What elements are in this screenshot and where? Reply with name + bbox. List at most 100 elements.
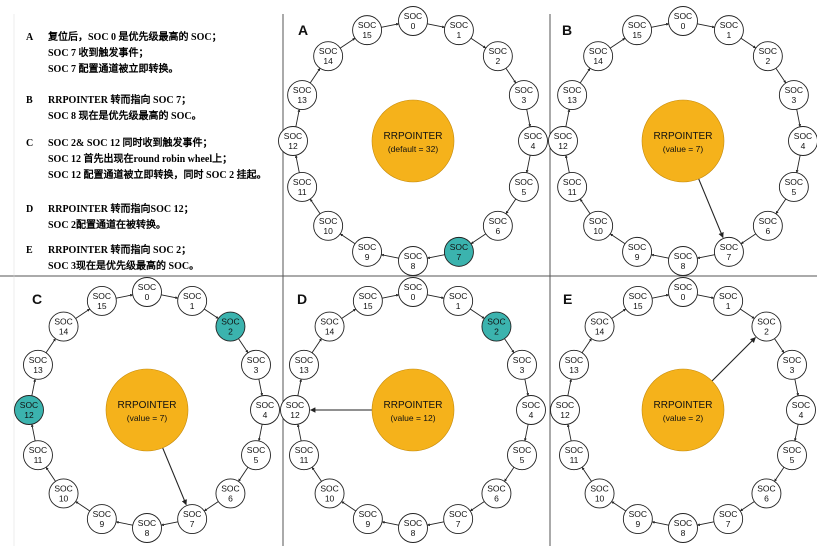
soc-number: 6 bbox=[494, 493, 499, 503]
soc-label: SOC bbox=[404, 518, 422, 528]
panel-label: B bbox=[562, 22, 572, 38]
soc-number: 0 bbox=[411, 21, 416, 31]
soc-label: SOC bbox=[450, 20, 468, 30]
soc-node-circle bbox=[48, 311, 79, 342]
soc-label: SOC bbox=[358, 20, 376, 30]
step-text-line: RRPOINTER 转而指向 SOC 2； bbox=[48, 245, 192, 256]
soc-number: 1 bbox=[456, 301, 461, 311]
soc-node-circle bbox=[713, 236, 744, 267]
ring-arrow bbox=[381, 253, 399, 259]
soc-label: SOC bbox=[785, 177, 803, 187]
soc-label: SOC bbox=[256, 400, 274, 410]
panel-label: A bbox=[298, 22, 308, 38]
ring-arrow bbox=[579, 198, 591, 215]
soc-node-circle bbox=[398, 6, 428, 36]
soc-node-circle bbox=[443, 286, 474, 316]
soc-number: 3 bbox=[791, 95, 796, 105]
rrpointer-title: RRPOINTER bbox=[654, 400, 713, 411]
panel-label: D bbox=[297, 291, 307, 307]
soc-node-circle bbox=[177, 504, 208, 534]
soc-number: 14 bbox=[325, 327, 335, 337]
ring-arrow bbox=[740, 233, 757, 245]
ring-arrow bbox=[696, 521, 715, 527]
rrpointer-arrow bbox=[161, 445, 187, 506]
ring-arrow bbox=[739, 308, 755, 319]
soc-node-highlighted-circle bbox=[14, 395, 44, 425]
rrpointer-disk bbox=[105, 368, 189, 452]
soc-label: SOC bbox=[221, 483, 239, 493]
soc-node-circle bbox=[398, 513, 428, 543]
soc-node-circle bbox=[777, 440, 807, 471]
soc-number: 5 bbox=[521, 187, 526, 197]
ring-arrow bbox=[75, 501, 91, 512]
rrpointer-disk bbox=[641, 99, 725, 183]
soc-label: SOC bbox=[183, 509, 201, 519]
ring-arrow bbox=[294, 154, 300, 173]
soc-node-highlighted-circle bbox=[481, 311, 512, 342]
rrpointer-arrow bbox=[697, 176, 724, 239]
soc-number: 11 bbox=[568, 187, 577, 197]
soc-label: SOC bbox=[487, 483, 505, 493]
ring-arrow bbox=[115, 293, 134, 299]
ring-arrow bbox=[739, 501, 755, 512]
soc-node-circle bbox=[584, 311, 615, 342]
ring-arrow bbox=[651, 293, 670, 299]
ring-arrow bbox=[381, 22, 400, 28]
soc-number: 14 bbox=[593, 56, 603, 66]
soc-label: SOC bbox=[54, 483, 72, 493]
soc-number: 2 bbox=[764, 327, 769, 337]
soc-label: SOC bbox=[286, 400, 304, 410]
soc-number: 10 bbox=[323, 226, 333, 236]
step-text-line: RRPOINTER 转而指向SOC 12； bbox=[48, 204, 194, 215]
soc-number: 5 bbox=[254, 455, 259, 465]
step-letter: E bbox=[26, 245, 33, 256]
soc-label: SOC bbox=[359, 291, 377, 301]
soc-number: 8 bbox=[411, 528, 416, 538]
soc-node-circle bbox=[788, 126, 817, 156]
panel-label: E bbox=[563, 291, 572, 307]
soc-node-circle bbox=[752, 210, 783, 241]
soc-label: SOC bbox=[359, 509, 377, 519]
soc-node-circle bbox=[557, 171, 588, 202]
soc-node-circle bbox=[289, 349, 319, 380]
ring-arrow bbox=[381, 520, 399, 526]
soc-node-circle bbox=[86, 504, 117, 534]
soc-node-circle bbox=[280, 395, 310, 425]
soc-number: 4 bbox=[531, 141, 536, 151]
soc-number: 12 bbox=[558, 141, 568, 151]
soc-label: SOC bbox=[590, 483, 608, 493]
soc-node-circle bbox=[778, 80, 809, 111]
soc-node-circle bbox=[668, 277, 698, 307]
soc-number: 12 bbox=[288, 141, 298, 151]
soc-number: 9 bbox=[365, 519, 370, 529]
soc-number: 4 bbox=[801, 141, 806, 151]
soc-node-circle bbox=[250, 395, 280, 425]
soc-label: SOC bbox=[783, 445, 801, 455]
ring-arrow bbox=[381, 293, 400, 299]
soc-node-circle bbox=[313, 210, 344, 241]
ring-arrow bbox=[469, 501, 485, 512]
ring-arrow bbox=[505, 198, 517, 215]
soc-number: 15 bbox=[97, 301, 107, 311]
